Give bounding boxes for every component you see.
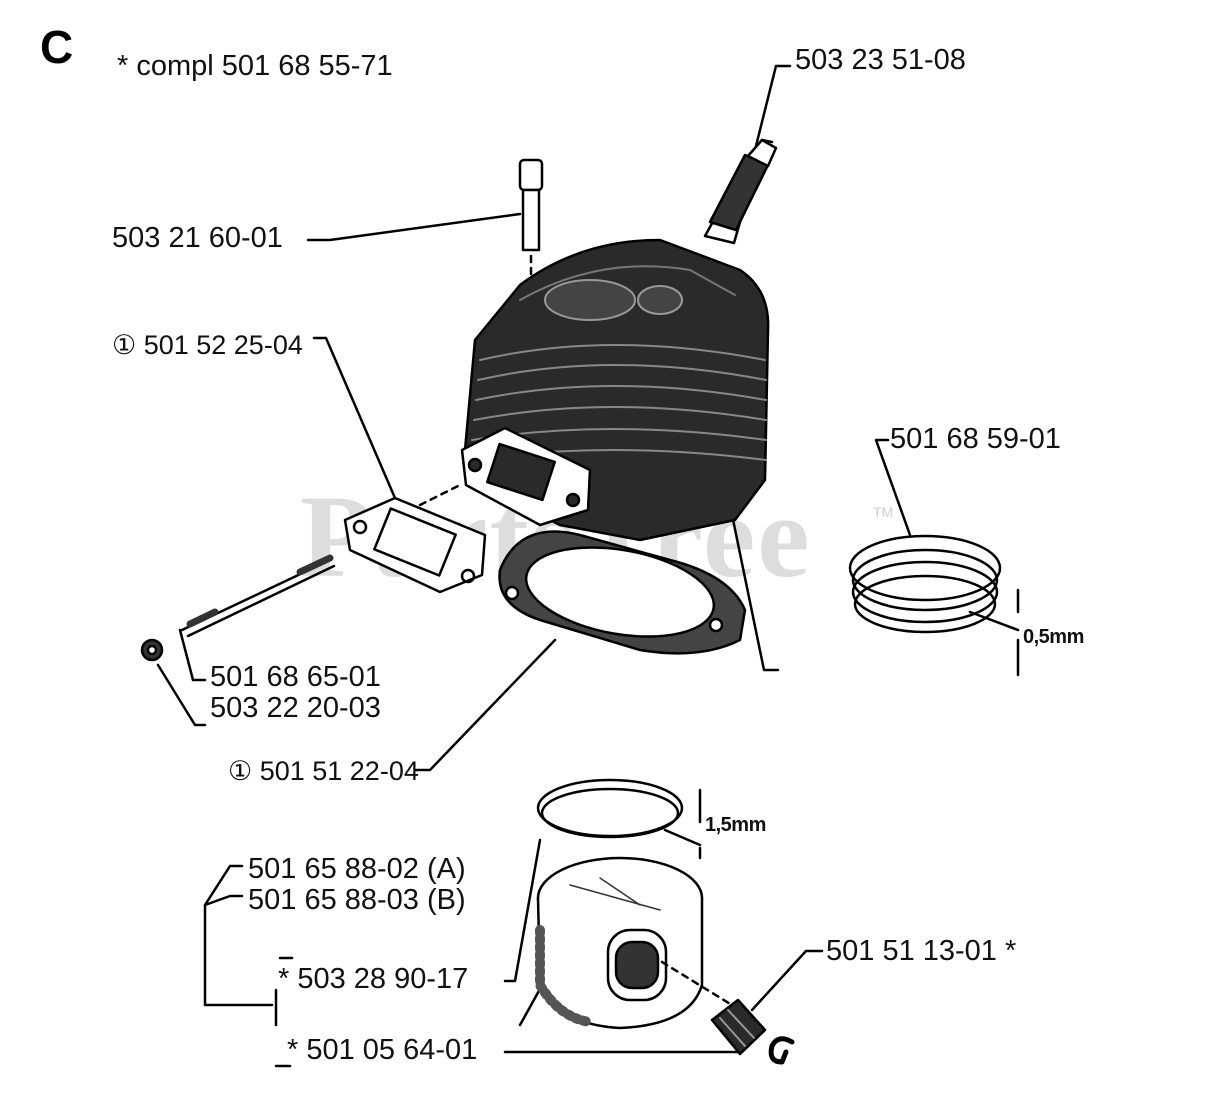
nut-drawing [140,638,164,662]
part-label-ring-set[interactable]: 501 68 59-01 [890,423,1061,455]
part-label-stud[interactable]: 501 68 65-01 [210,661,381,693]
part-label-exhaust-gasket[interactable]: ① 501 52 25-04 [112,330,303,360]
part-label-piston-a[interactable]: 501 65 88-02 (A) [248,853,466,885]
base-gasket-drawing [498,530,747,655]
stud-drawing [180,554,336,638]
part-label-piston-ring[interactable]: * 503 28 90-17 [278,963,469,995]
part-label-bolt[interactable]: 503 21 60-01 [112,222,283,254]
watermark-tm: TM [873,504,894,520]
ring-set-drawing [848,534,1020,677]
bolt-drawing [518,158,544,294]
circlip-drawing [768,1036,795,1065]
spark-plug-drawing [703,138,778,245]
needle-bearing-drawing [710,998,767,1056]
compl-note: * compl 501 68 55-71 [117,50,393,82]
part-label-piston-pin[interactable]: * 501 05 64-01 [287,1034,478,1066]
dimension-label-lower: 1,5mm [705,814,766,836]
piston-ring-drawing [536,778,702,860]
dimension-label-upper: 0,5mm [1023,626,1084,648]
section-letter: C [40,21,74,73]
leader-lines [156,64,912,1068]
cylinder-drawing [460,238,770,542]
part-label-needle-bearing[interactable]: 501 51 13-01 * [826,935,1017,967]
exhaust-gasket-drawing [343,483,487,594]
part-label-spark-plug[interactable]: 503 23 51-08 [795,44,966,76]
part-label-base-gasket[interactable]: ① 501 51 22-04 [228,756,419,786]
part-label-piston-b[interactable]: 501 65 88-03 (B) [248,884,466,916]
part-label-nut[interactable]: 503 22 20-03 [210,692,381,724]
piston-drawing [535,856,742,1030]
